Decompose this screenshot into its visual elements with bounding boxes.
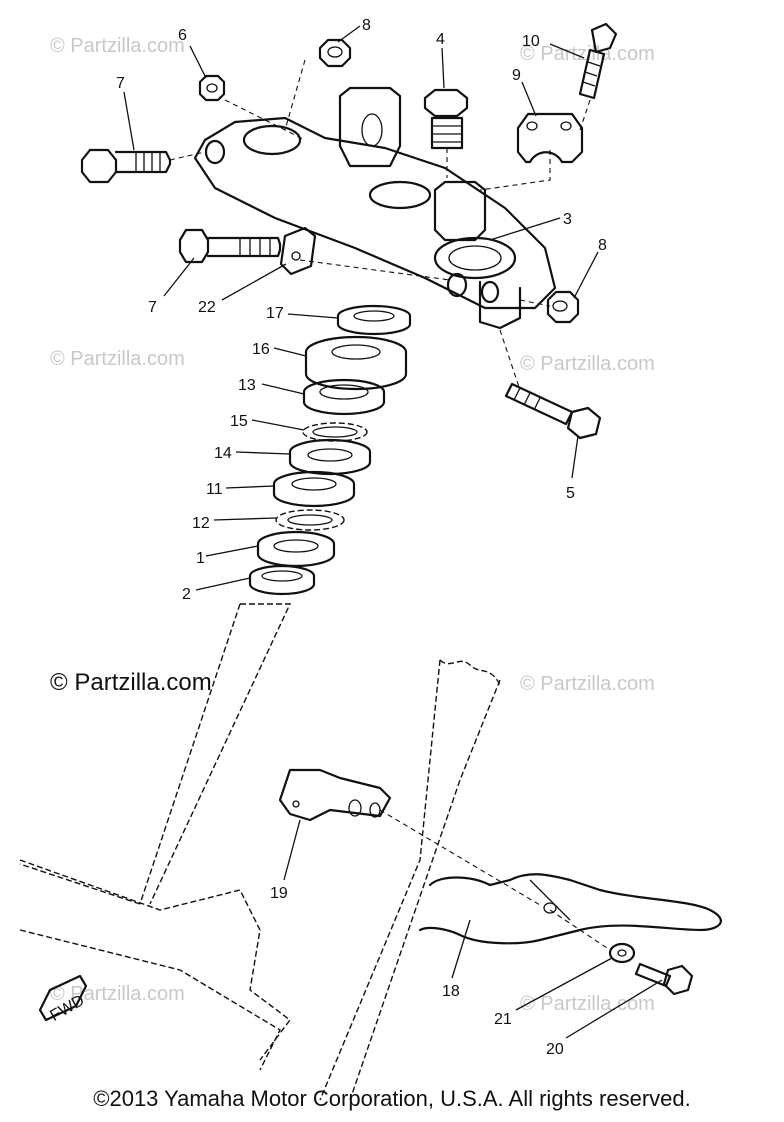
bolt-part-5	[504, 382, 602, 440]
cable-clamp-part-18	[418, 873, 722, 945]
leader-lines	[123, 25, 663, 1039]
bolt-part-10	[578, 22, 618, 100]
callout-5: 5	[566, 485, 575, 502]
watermark-layer: © Partzilla.com © Partzilla.com © Partzi…	[50, 35, 655, 1015]
bearing-race-part-13	[302, 378, 386, 416]
watermark: © Partzilla.com	[520, 43, 655, 65]
watermark: © Partzilla.com	[520, 673, 655, 695]
bracket-part-19	[278, 768, 392, 822]
assembly-guide-lines	[169, 59, 611, 951]
callout-14: 14	[214, 445, 232, 462]
callout-21: 21	[494, 1011, 512, 1028]
callout-6: 6	[178, 27, 187, 44]
watermark: © Partzilla.com	[50, 35, 185, 57]
callout-11: 11	[206, 481, 223, 498]
ring-nut-part-17	[336, 304, 412, 336]
callout-18: 18	[442, 983, 460, 1000]
upper-bracket-part-3	[193, 86, 557, 330]
bolt-part-20	[634, 962, 694, 996]
nut-part-8-right	[546, 290, 580, 324]
callout-7: 7	[116, 75, 125, 92]
bearing-race-part-1	[256, 530, 336, 568]
callout-8: 8	[362, 17, 371, 34]
ball-bearing-part-15	[302, 422, 368, 442]
callout-17: 17	[266, 305, 284, 322]
copyright-footer: ©2013 Yamaha Motor Corporation, U.S.A. A…	[93, 1086, 691, 1111]
callout-7: 7	[148, 299, 157, 316]
cover-part-16	[304, 335, 408, 391]
bearing-race-part-11	[272, 470, 356, 508]
callout-20: 20	[546, 1041, 564, 1058]
callout-12: 12	[192, 515, 210, 532]
watermark-large: © Partzilla.com	[50, 669, 212, 696]
callout-15: 15	[230, 413, 248, 430]
handlebar-clamp-part-9	[516, 112, 584, 164]
watermark: © Partzilla.com	[520, 353, 655, 375]
callout-4: 4	[436, 31, 445, 48]
bearing-race-part-14	[288, 438, 372, 476]
washer-part-21	[608, 942, 636, 964]
callout-22: 22	[198, 299, 216, 316]
callout-labels: 1 2 3 4 5 6 7 7 8 8 9 10 11 12 13 14 15 …	[116, 17, 607, 1058]
watermark: © Partzilla.com	[520, 993, 655, 1015]
watermark: © Partzilla.com	[50, 348, 185, 370]
bolt-part-7-upper	[80, 148, 172, 184]
ball-bearing-part-12	[275, 509, 345, 531]
callout-9: 9	[512, 67, 521, 84]
callout-8: 8	[598, 237, 607, 254]
seal-part-2	[248, 564, 316, 596]
nut-part-8-top	[318, 38, 352, 68]
clip-part-22	[279, 226, 317, 276]
callout-1: 1	[196, 550, 205, 567]
callout-3: 3	[563, 211, 572, 228]
steering-bearing-stack	[248, 304, 412, 596]
nut-part-6	[198, 74, 226, 102]
bolt-part-4	[423, 88, 469, 150]
bolt-part-7-lower	[178, 228, 282, 264]
frame-outline	[19, 603, 501, 1101]
callout-19: 19	[270, 885, 288, 902]
callout-10: 10	[522, 33, 540, 50]
callout-2: 2	[182, 586, 191, 603]
callout-16: 16	[252, 341, 270, 358]
callout-13: 13	[238, 377, 256, 394]
